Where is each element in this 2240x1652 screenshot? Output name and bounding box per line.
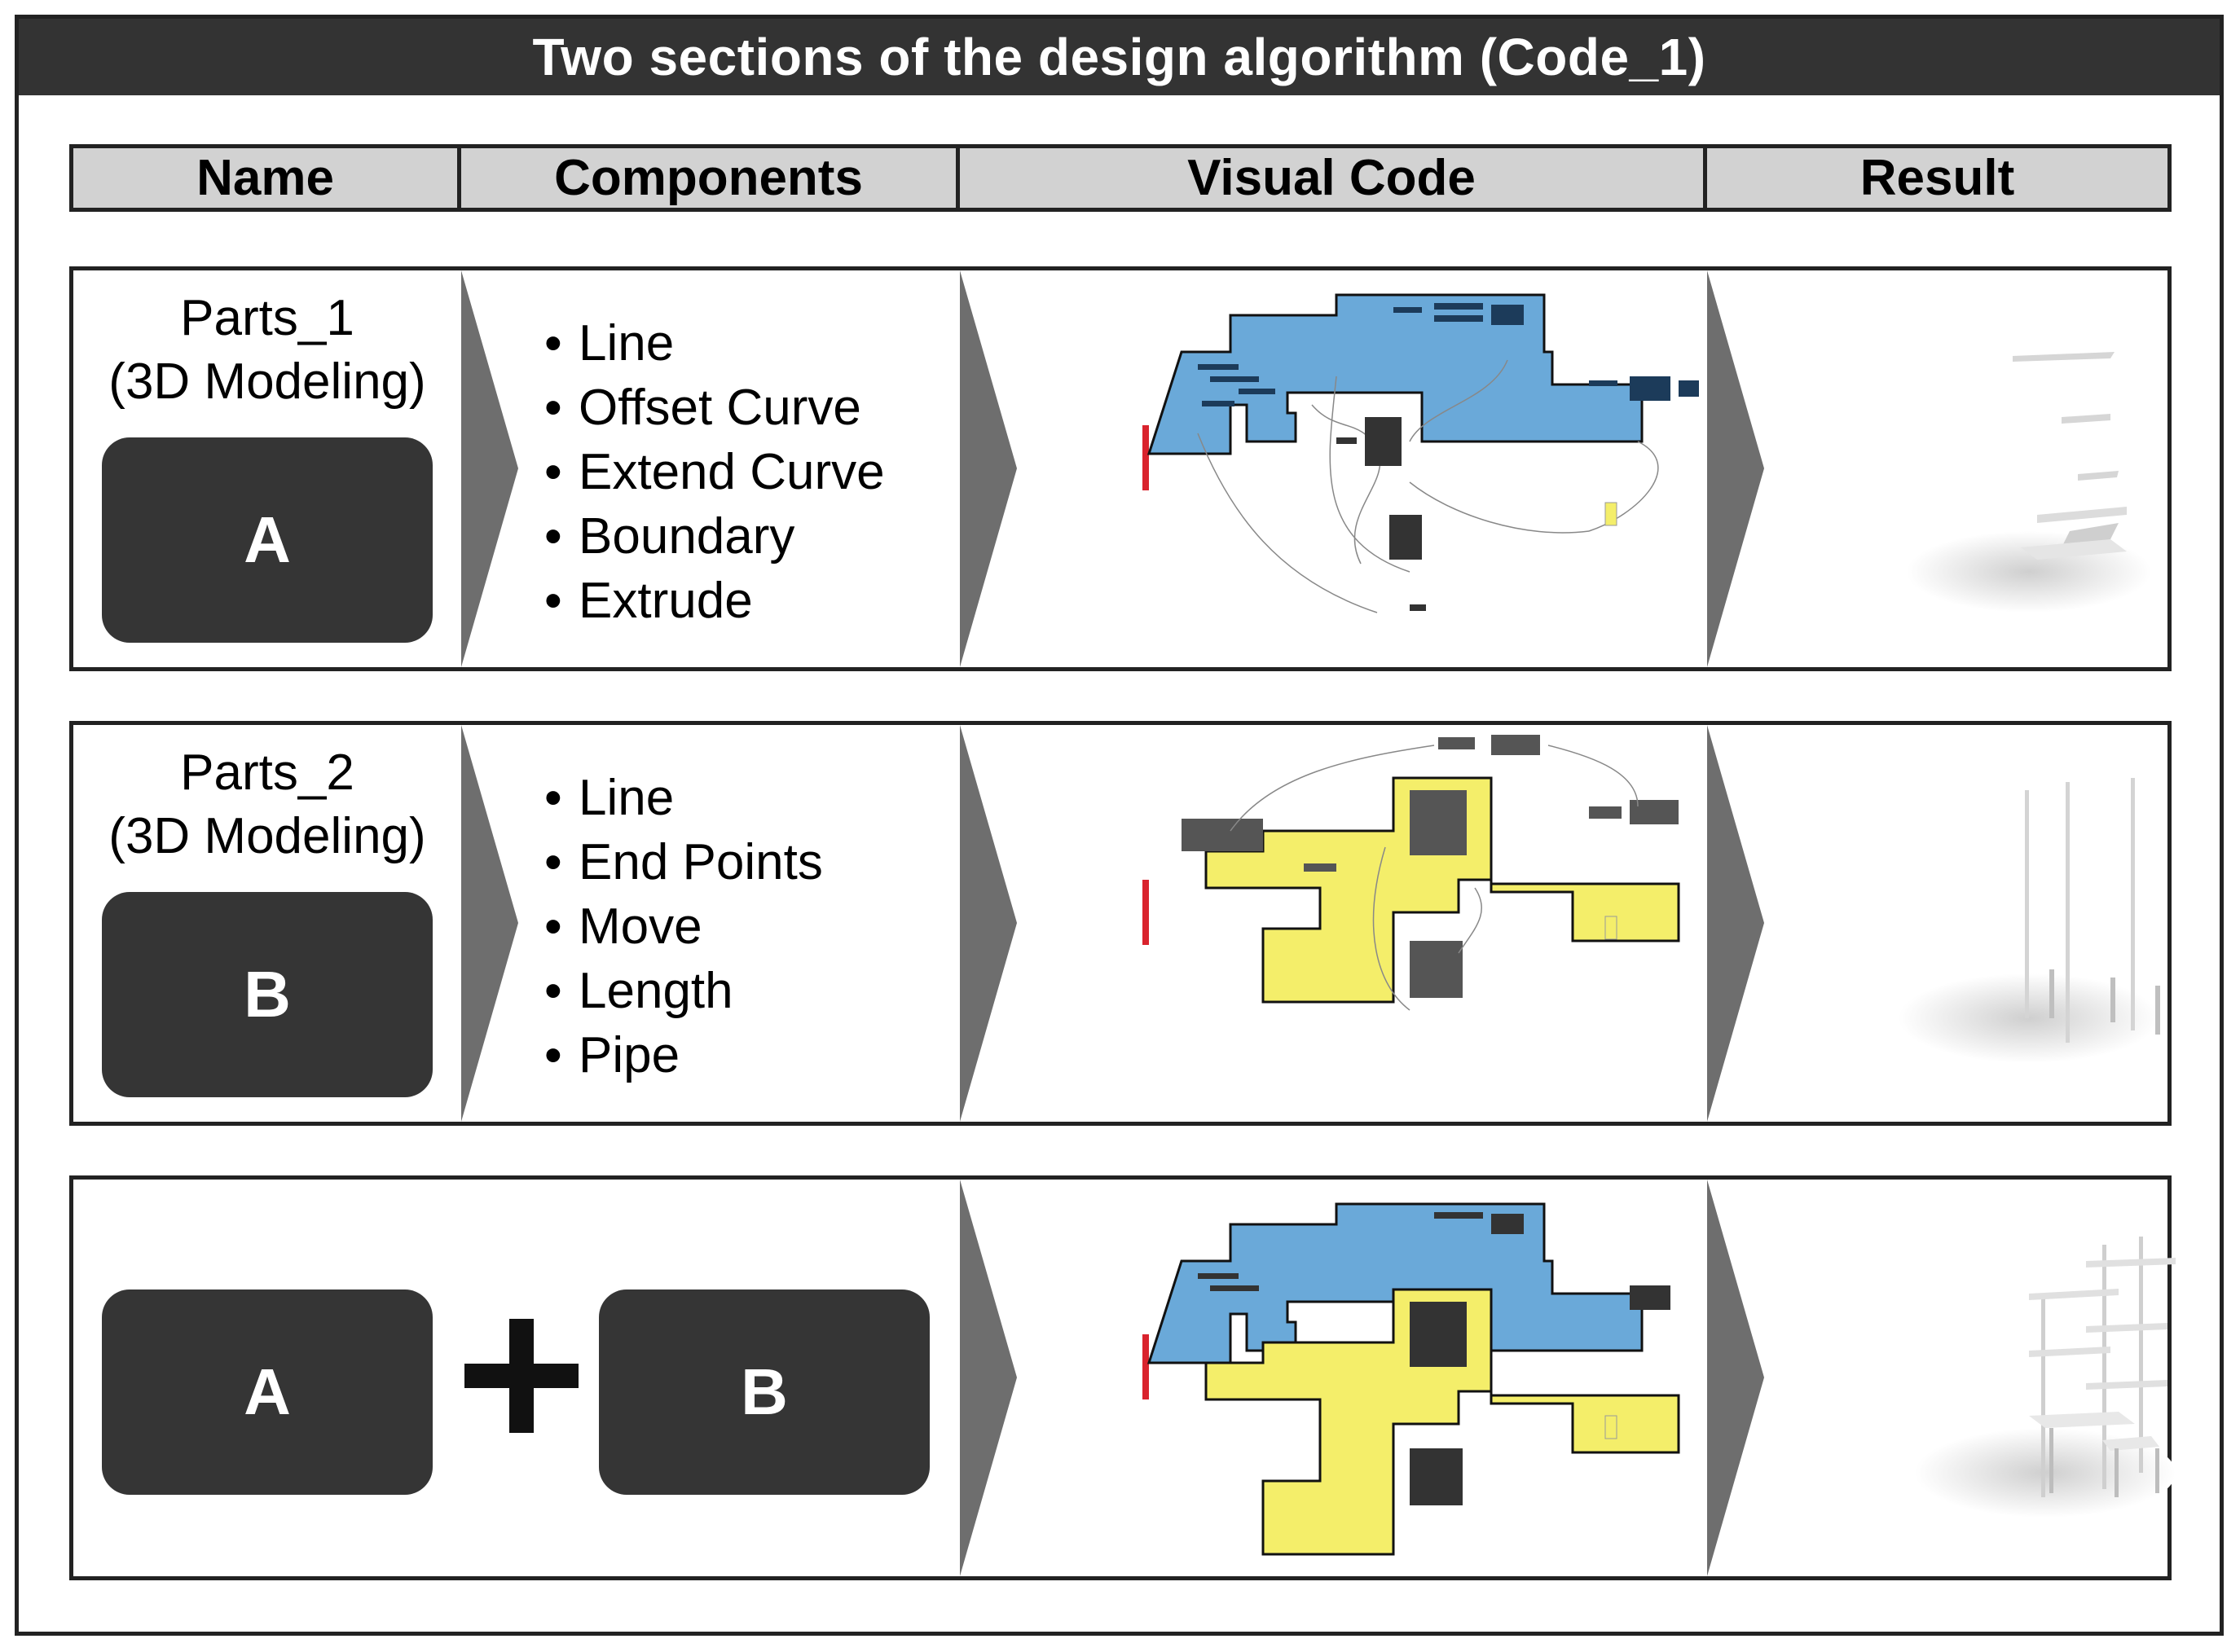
visual-code-graph <box>1142 1202 1730 1556</box>
chevron-arrow <box>1707 725 1764 1122</box>
plus-icon <box>464 1319 579 1433</box>
chevron-arrow <box>461 270 518 667</box>
part-name: Parts_1 <box>180 290 354 346</box>
part-subtitle: (3D Modeling) <box>108 808 426 864</box>
part-name: Parts_2 <box>180 745 354 801</box>
component-item: Offset Curve <box>544 376 885 440</box>
row-combined: A B <box>69 1175 2176 1580</box>
name-cell: Parts_1 (3D Modeling) A <box>73 270 461 667</box>
result-render <box>1915 1237 2176 1518</box>
component-item: Line <box>544 766 823 830</box>
table-header: Name Components Visual Code Result <box>69 144 2172 212</box>
chevron-arrow <box>1707 1180 1764 1576</box>
header-visual-code: Visual Code <box>960 148 1707 208</box>
row-parts-2: Parts_2 (3D Modeling) B Line End Points … <box>69 721 2172 1126</box>
component-item: Length <box>544 959 823 1023</box>
result-render <box>1907 352 2151 613</box>
result-render <box>1899 778 2160 1063</box>
component-item: Extend Curve <box>544 440 885 504</box>
component-item: Pipe <box>544 1023 823 1087</box>
header-result: Result <box>1859 150 2015 206</box>
component-item: Extrude <box>544 569 885 633</box>
row-parts-1: Parts_1 (3D Modeling) A Line Offset Curv… <box>69 266 2172 671</box>
header-components: Components <box>461 148 960 208</box>
visual-code-graph <box>1142 735 1680 1011</box>
components-list: Line Offset Curve Extend Curve Boundary … <box>544 311 885 633</box>
chevron-arrow <box>960 1180 1017 1576</box>
components-list: Line End Points Move Length Pipe <box>544 766 823 1087</box>
badge-b: B <box>599 1290 930 1495</box>
part-subtitle: (3D Modeling) <box>108 354 426 410</box>
chevron-arrow <box>1707 270 1764 667</box>
badge-a: A <box>102 437 433 643</box>
name-cell: Parts_2 (3D Modeling) B <box>73 725 461 1122</box>
figure-title: Two sections of the design algorithm (Co… <box>19 19 2220 95</box>
visual-code-graph <box>1142 293 1699 613</box>
figure-frame: Two sections of the design algorithm (Co… <box>15 15 2224 1636</box>
chevron-arrow <box>461 725 518 1122</box>
chevron-arrow <box>960 270 1017 667</box>
component-item: Boundary <box>544 504 885 569</box>
component-item: Move <box>544 894 823 959</box>
component-item: Line <box>544 311 885 376</box>
badge-a: A <box>102 1290 433 1495</box>
component-item: End Points <box>544 830 823 894</box>
header-name: Name <box>73 148 461 208</box>
chevron-arrow <box>960 725 1017 1122</box>
badge-b: B <box>102 892 433 1097</box>
